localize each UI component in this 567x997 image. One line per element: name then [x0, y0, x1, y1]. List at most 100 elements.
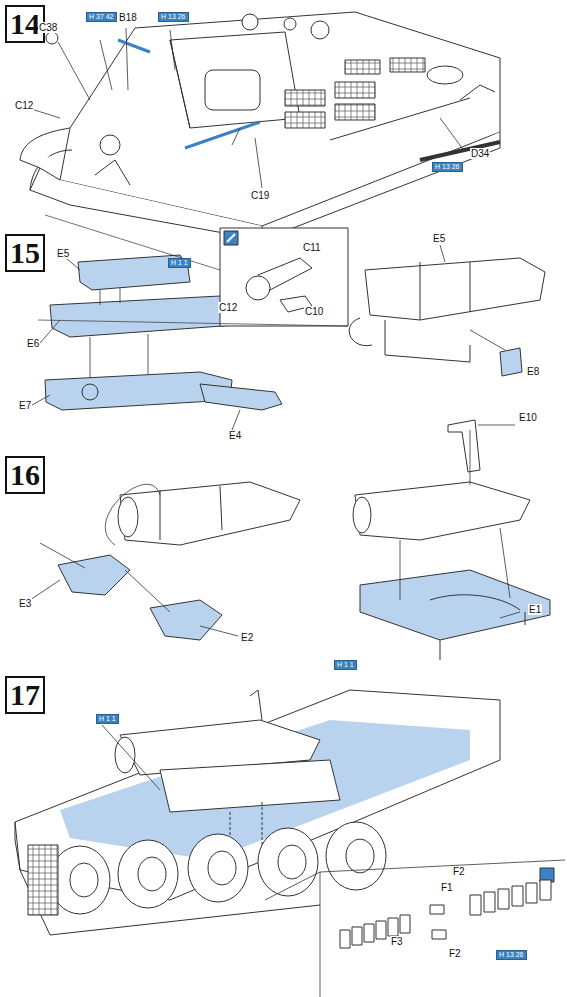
- drawing-stroke: [50, 822, 386, 914]
- drawing-stroke: [278, 845, 306, 879]
- drawing-stroke: [60, 720, 470, 860]
- drawing-stroke: [205, 70, 260, 110]
- drawing-stroke: [160, 486, 222, 540]
- drawing-stroke: [330, 85, 495, 140]
- drawing-stroke: [58, 555, 130, 595]
- drawing-stroke: [484, 892, 495, 912]
- drawing-stroke: [285, 90, 325, 106]
- part-number: E4: [228, 430, 242, 441]
- paint-callout: H 13 26: [432, 162, 463, 172]
- drawing-stroke: [95, 160, 130, 185]
- drawing-stroke: [246, 276, 270, 300]
- part-number: E5: [432, 233, 446, 244]
- drawing-stroke: [118, 40, 150, 52]
- drawing-stroke: [220, 228, 348, 326]
- drawing-stroke: [349, 318, 470, 362]
- drawing-stroke: [390, 58, 425, 72]
- drawing-stroke: [118, 840, 178, 908]
- drawing-stroke: [20, 128, 70, 168]
- drawing-stroke: [427, 66, 463, 84]
- drawing-stroke: [32, 252, 305, 430]
- drawing-stroke: [258, 828, 318, 896]
- drawing-stroke: [28, 108, 262, 188]
- part-number: E8: [526, 366, 540, 377]
- step-number-box: 16: [5, 456, 45, 494]
- drawing-stroke: [30, 580, 238, 636]
- drawing-stroke: [208, 851, 236, 885]
- drawing-stroke: [284, 18, 296, 30]
- drawing-stroke: [188, 834, 248, 902]
- drawing-stroke: [340, 930, 350, 948]
- part-number: C12: [218, 302, 238, 313]
- drawing-stroke: [118, 497, 138, 537]
- drawing-stroke: [400, 915, 410, 933]
- drawing-stroke: [326, 822, 386, 890]
- part-number: F2: [448, 948, 462, 959]
- part-number: C10: [304, 306, 324, 317]
- step15-gun-parts: [32, 215, 545, 430]
- part-number: E7: [18, 400, 32, 411]
- drawing-stroke: [376, 921, 386, 939]
- drawing-stroke: [440, 612, 525, 660]
- drawing-stroke: [400, 528, 520, 618]
- part-number: F3: [390, 936, 404, 947]
- step-number: 14: [10, 9, 40, 39]
- drawing-stroke: [100, 135, 120, 155]
- part-number: C19: [250, 190, 270, 201]
- step-number-box: 17: [5, 676, 45, 714]
- step17-hull: [15, 690, 565, 997]
- drawing-stroke: [346, 839, 374, 873]
- drawing-stroke: [265, 860, 565, 997]
- drawing-stroke: [335, 104, 375, 120]
- drawing-stroke: [498, 889, 509, 909]
- paint-callout: H 1 1: [96, 714, 119, 724]
- drawing-stroke: [420, 262, 470, 320]
- paint-callout: H 13 26: [158, 12, 189, 22]
- drawing-stroke: [365, 258, 545, 320]
- part-number: E5: [56, 248, 70, 259]
- drawing-stroke: [432, 930, 446, 939]
- drawing-stroke: [440, 245, 505, 350]
- part-number: C11: [302, 242, 322, 253]
- drawing-stroke: [120, 482, 300, 545]
- drawing-stroke: [540, 880, 551, 900]
- drawing-stroke: [340, 880, 551, 948]
- drawing-stroke: [70, 863, 98, 897]
- drawing-stroke: [102, 725, 160, 790]
- drawing-stroke: [360, 570, 550, 640]
- part-number: C38: [38, 22, 58, 33]
- drawing-stroke: [352, 927, 362, 945]
- part-number: E10: [518, 412, 538, 423]
- drawing-stroke: [250, 690, 262, 720]
- drawing-stroke: [50, 846, 110, 914]
- drawing-stroke: [364, 924, 374, 942]
- drawing-stroke: [50, 296, 240, 337]
- drawing-stroke: [160, 760, 340, 812]
- drawing-stroke: [500, 348, 522, 376]
- drawing-stroke: [58, 28, 465, 152]
- drawing-stroke: [355, 482, 530, 540]
- drawing-stroke: [526, 883, 537, 903]
- step-number-box: 15: [5, 234, 45, 272]
- part-number: E2: [240, 632, 254, 643]
- drawing-stroke: [15, 690, 500, 900]
- drawing-stroke: [38, 215, 348, 326]
- paint-callout: H 37 42: [86, 12, 117, 22]
- part-number: C12: [14, 100, 34, 111]
- drawing-stroke: [185, 122, 260, 148]
- drawing-stroke: [46, 32, 58, 44]
- part-number: E1: [528, 604, 542, 615]
- drawing-stroke: [430, 905, 444, 914]
- part-number: E6: [26, 338, 40, 349]
- drawing-stroke: [82, 384, 98, 400]
- drawing-stroke: [20, 870, 320, 935]
- drawing-stroke: [15, 822, 20, 870]
- drawing-stroke: [345, 60, 380, 74]
- step16-gun-mount: [30, 420, 550, 660]
- part-number: B18: [118, 12, 138, 23]
- drawing-stroke: [311, 21, 329, 39]
- drawing-stroke: [470, 425, 515, 485]
- drawing-stroke: [353, 497, 371, 533]
- drawing-stroke: [242, 14, 258, 30]
